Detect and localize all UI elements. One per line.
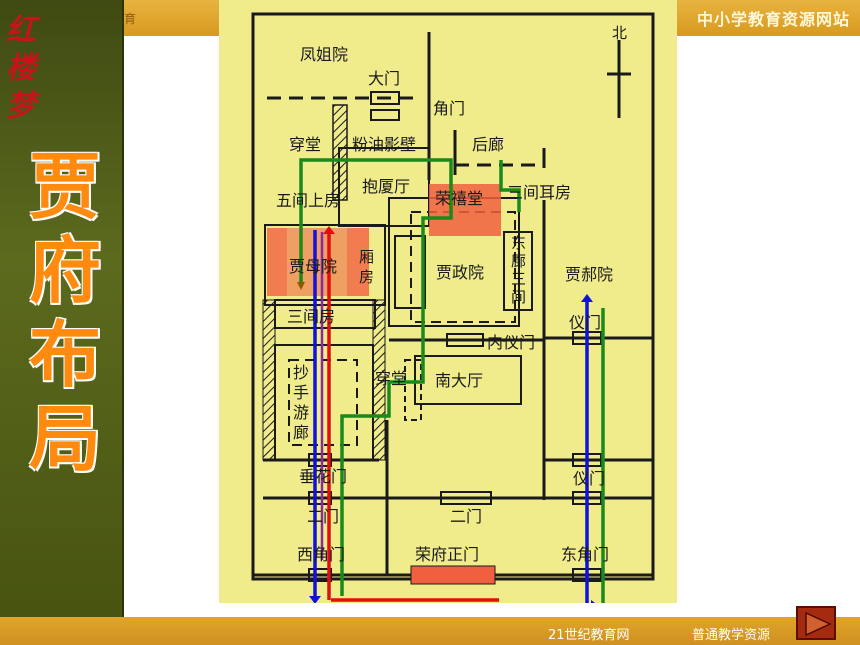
label-sanjianfang: 三间房 [287,307,335,326]
label-nandating: 南大厅 [435,371,483,390]
label-jiamu: 贾母院 [289,257,337,276]
label-you: 游 [293,403,309,422]
label-san: 三 [511,270,526,288]
label-chuihua: 垂花门 [299,467,347,486]
label-fenyou: 粉油影壁 [352,135,416,154]
highlight-jiamu-left [267,228,287,296]
label-yimen-2: 仪门 [573,469,605,488]
label-dongjiao: 东角门 [561,545,609,564]
label-fang: 房 [359,268,374,286]
highlight-jiamu [287,228,347,296]
label-rongfu: 荣府正门 [415,545,479,564]
north-label: 北 [612,24,627,42]
label-rongxi: 荣禧堂 [435,189,483,208]
label-neiyimen: 内仪门 [487,333,535,352]
label-lang2: 廊 [293,423,309,442]
label-jian: 间 [511,288,526,306]
label-dong: 东 [511,234,526,252]
label-xiang: 厢 [359,248,374,266]
footer-bar: 21世纪教育网 普通教学资源 [0,617,860,645]
label-chuantang-1: 穿堂 [289,135,321,154]
label-lang: 廊 [511,252,526,270]
sidebar: 红楼梦 贾府布局 [0,0,124,645]
label-houlang: 后廊 [472,135,504,154]
label-ermen-2: 二门 [450,507,482,526]
highlight-rongxitang [429,184,501,236]
next-slide-button[interactable] [796,606,836,640]
label-wujian: 五间上房 [276,191,340,210]
footer-left-text: 21世纪教育网 [548,628,630,643]
highlight-xiangfang [347,228,369,296]
logo: 红楼梦 [6,13,36,124]
map-svg: 北 [251,12,655,626]
footer-right-text: 普通教学资源 [692,628,771,643]
header-left-text: 育 [124,12,137,26]
label-baoxia: 抱厦厅 [362,177,410,196]
label-shou: 手 [293,383,309,402]
label-jiazheng: 贾政院 [436,263,484,282]
route-green-west [299,158,453,596]
label-chao: 抄 [293,363,309,382]
label-sanjian-erfang: 三间耳房 [507,183,571,202]
label-xijiao: 西角门 [297,545,345,564]
next-arrow-icon [805,611,832,637]
header-site-name: 中小学教育资源网站 [696,10,850,29]
highlight-main-gate [410,565,496,585]
label-jiaomen: 角门 [433,99,465,118]
label-yimen-1: 仪门 [569,313,601,332]
label-fengjie: 凤姐院 [300,45,348,64]
label-ermen-1: 二门 [307,507,339,526]
mansion-map: 北 [219,0,677,626]
label-damen: 大门 [368,69,400,88]
slide-title: 贾府布局 [28,145,101,481]
label-jiashe: 贾郝院 [565,265,613,284]
label-chuantang-2: 穿堂 [375,369,407,388]
